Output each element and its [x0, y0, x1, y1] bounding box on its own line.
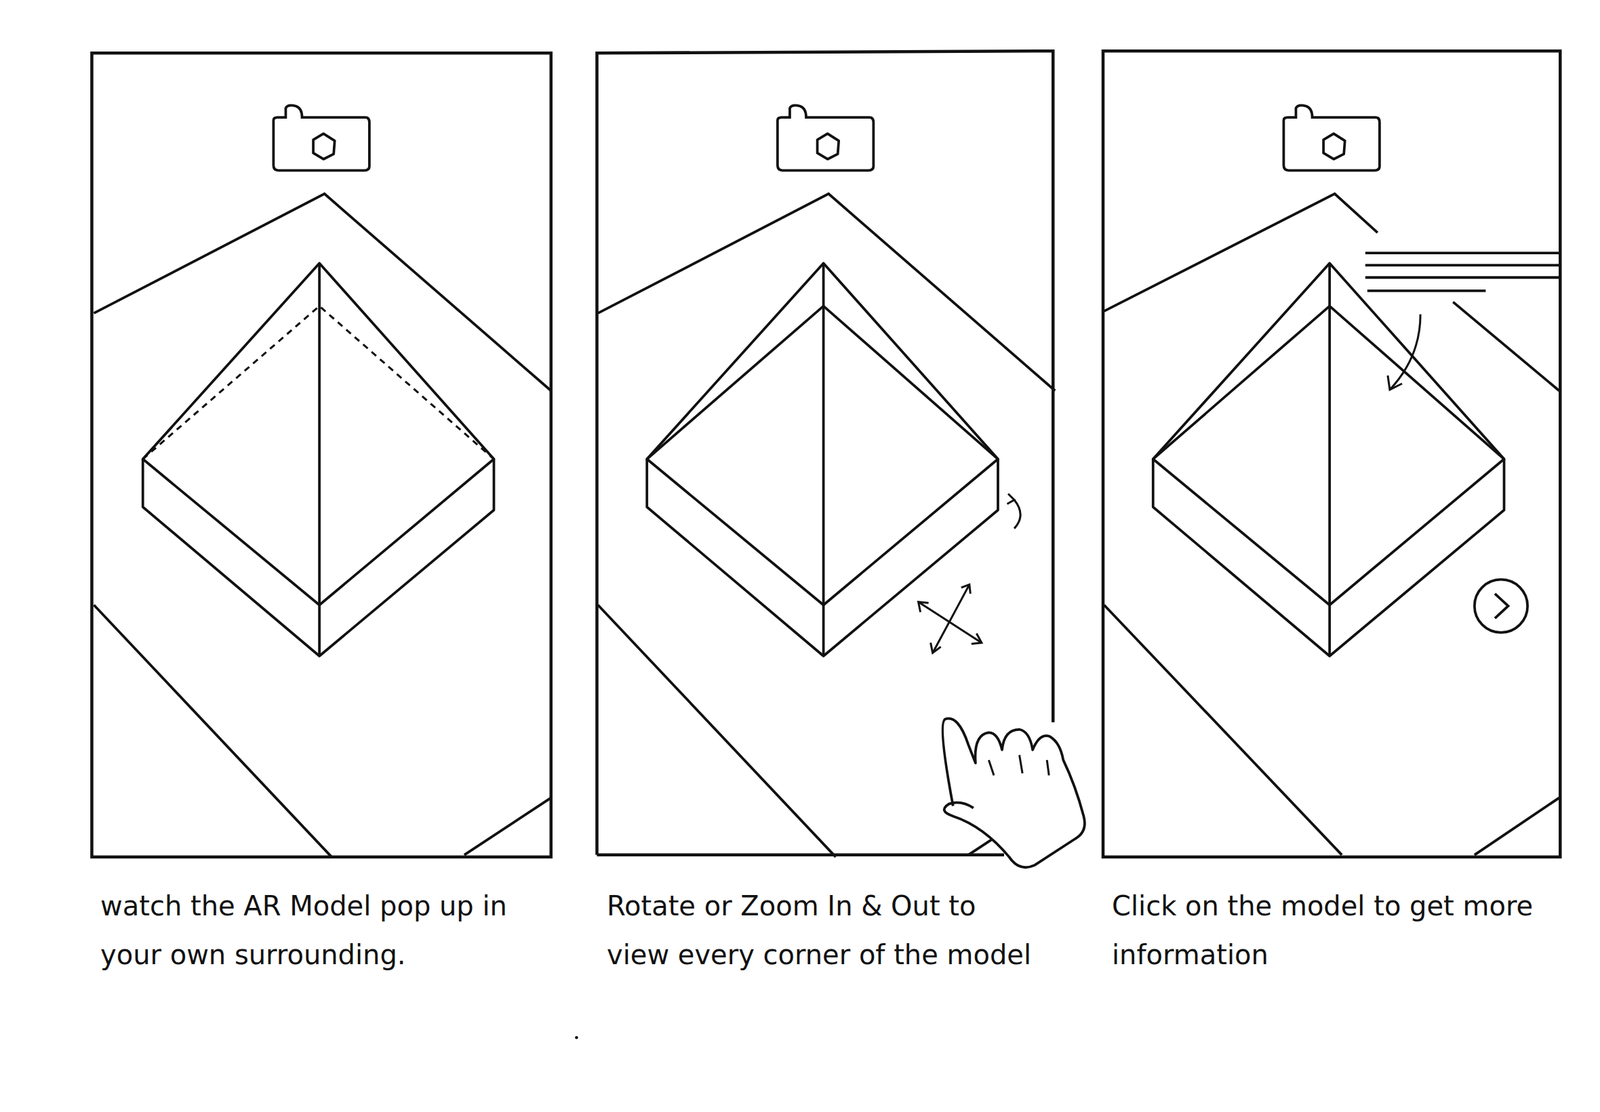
phone-frame — [596, 50, 1085, 868]
caption-text: watch the AR Model pop up in your own su… — [100, 881, 535, 979]
phone-frame — [91, 52, 551, 857]
caption-text: Rotate or Zoom In & Out to view every co… — [606, 881, 1041, 979]
phone-frame — [1103, 50, 1560, 857]
caption-text: Click on the model to get more informati… — [1111, 881, 1560, 979]
